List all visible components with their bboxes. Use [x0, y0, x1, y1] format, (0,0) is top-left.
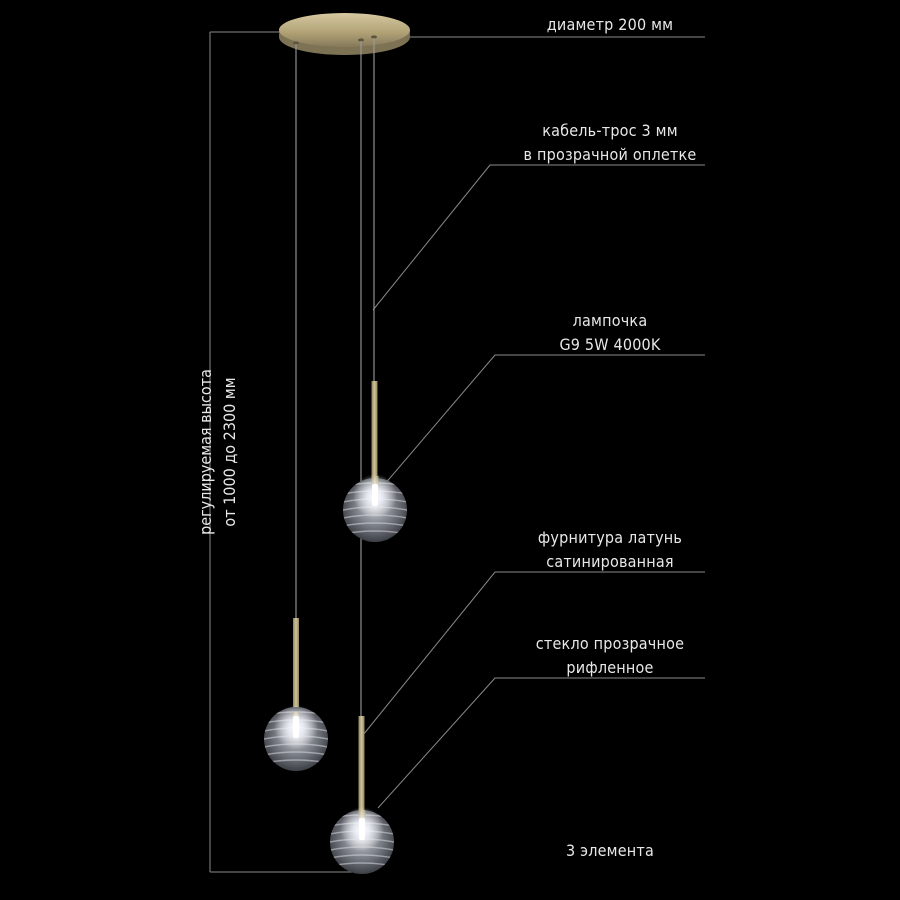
ceiling-canopy [279, 13, 410, 55]
fittings-text-line-2: сатинированная [546, 552, 674, 571]
glass-text-line-1: стекло прозрачное [535, 634, 685, 653]
bulb-text-line-2: G9 5W 4000K [559, 335, 661, 354]
cable-text-line-2: в прозрачной оплетке [523, 145, 697, 164]
cable-text-line-1: кабель-трос 3 мм [542, 121, 678, 140]
bulb-text-line-1: лампочка [572, 311, 648, 330]
diameter-text: диаметр 200 мм [546, 15, 674, 34]
glass-globe-3 [330, 807, 394, 874]
glass-globe-1 [343, 474, 407, 542]
glass-label: стекло прозрачное рифленное [510, 632, 710, 680]
glass-globe-2 [264, 705, 328, 771]
diameter-label: диаметр 200 мм [520, 13, 700, 37]
leader-bulb [377, 354, 705, 493]
count-label: 3 элемента [520, 839, 700, 863]
suspension-cables [295, 38, 375, 717]
leader-fittings [362, 571, 705, 736]
count-text: 3 элемента [565, 841, 655, 860]
height-text-line-1: регулируемая высота [196, 369, 215, 535]
cable-label: кабель-трос 3 мм в прозрачной оплетке [500, 119, 720, 167]
height-dimension-bracket [209, 31, 356, 873]
leader-cable [372, 164, 705, 311]
fittings-label: фурнитура латунь сатинированная [510, 526, 710, 574]
leader-glass [377, 677, 705, 809]
height-label: регулируемая высота от 1000 до 2300 мм [194, 272, 242, 632]
leader-lines [362, 36, 705, 809]
bulb-label: лампочка G9 5W 4000K [540, 309, 680, 357]
glass-text-line-2: рифленное [566, 658, 654, 677]
fittings-text-line-1: фурнитура латунь [537, 528, 683, 547]
brass-stems [293, 381, 378, 812]
height-text-line-2: от 1000 до 2300 мм [220, 377, 239, 527]
